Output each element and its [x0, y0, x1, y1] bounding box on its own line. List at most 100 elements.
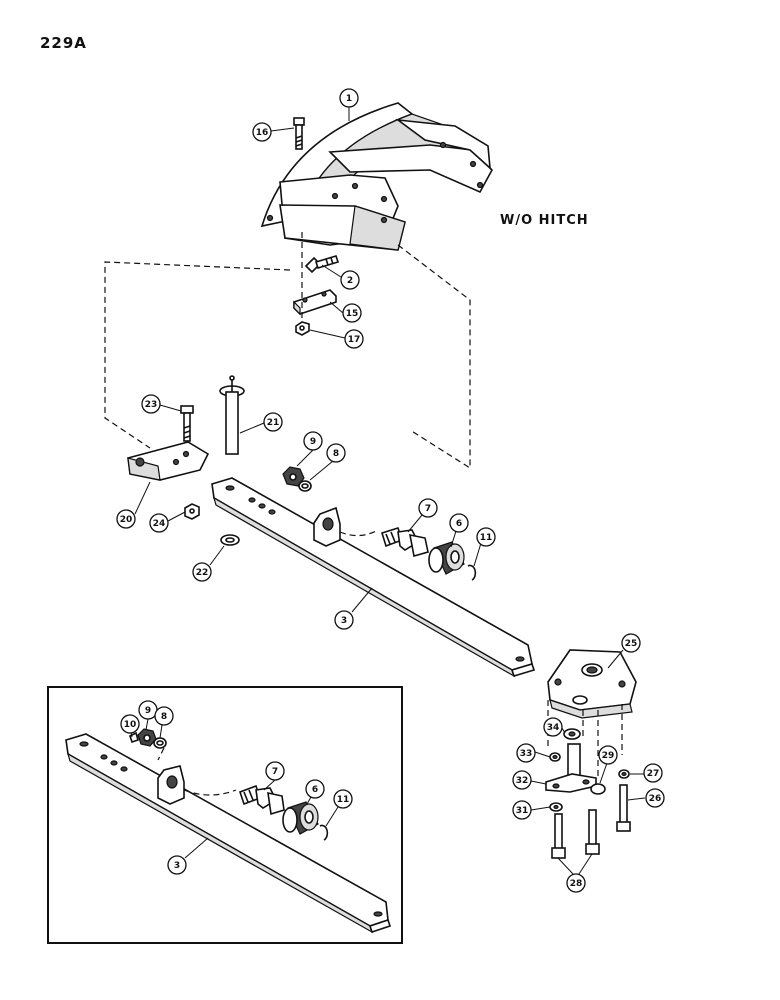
- washer-8: [298, 480, 312, 492]
- snap-ring-11: [467, 564, 477, 581]
- svg-text:8: 8: [333, 449, 339, 459]
- callout-29: 29: [598, 745, 618, 765]
- svg-text:8: 8: [161, 712, 167, 722]
- inset-frame: [47, 686, 403, 944]
- svg-text:3: 3: [341, 616, 347, 626]
- bolt-26: [616, 784, 631, 832]
- svg-text:31: 31: [516, 806, 529, 816]
- svg-text:22: 22: [196, 568, 209, 578]
- bolt-28-left: [551, 813, 566, 859]
- inset-dashed-stud-line: [183, 789, 237, 796]
- callout-24: 24: [149, 513, 169, 533]
- dashed-fender-outline: [397, 244, 471, 470]
- inset-dashed-nut-line: [157, 747, 165, 761]
- callout-22: 22: [192, 562, 212, 582]
- callout-34: 34: [543, 717, 563, 737]
- callout-2: 2: [340, 270, 360, 290]
- callout-6-main: 6: [449, 513, 469, 533]
- inset-stud-7: [238, 784, 285, 816]
- svg-text:1: 1: [346, 94, 352, 104]
- svg-text:11: 11: [337, 795, 350, 805]
- spacer-34: [563, 728, 581, 740]
- callout-17: 17: [344, 329, 364, 349]
- svg-text:28: 28: [570, 879, 583, 889]
- svg-text:32: 32: [516, 776, 529, 786]
- dashed-hitch-outline: [104, 261, 291, 449]
- bolt-28-right: [585, 809, 600, 855]
- clevis-20: [127, 441, 210, 481]
- svg-text:24: 24: [153, 519, 166, 529]
- svg-text:2: 2: [347, 276, 353, 286]
- stud-7: [381, 527, 429, 558]
- svg-text:34: 34: [547, 723, 560, 733]
- callout-3-main: 3: [334, 610, 354, 630]
- bolt-2: [304, 255, 340, 274]
- callout-32: 32: [512, 770, 532, 790]
- inset-washer-8: [153, 737, 167, 749]
- callout-6-inset: 6: [305, 779, 325, 799]
- svg-text:23: 23: [145, 400, 158, 410]
- svg-text:21: 21: [267, 418, 280, 428]
- bolt-23: [180, 405, 194, 442]
- svg-text:9: 9: [145, 706, 151, 716]
- callout-11-main: 11: [476, 527, 496, 547]
- washer-29: [590, 783, 606, 795]
- nut-24: [184, 503, 200, 520]
- callout-23: 23: [141, 394, 161, 414]
- callout-11-inset: 11: [333, 789, 353, 809]
- bolt-16: [293, 117, 305, 150]
- svg-text:6: 6: [312, 785, 318, 795]
- callout-8-inset: 8: [154, 706, 174, 726]
- page-number: 229A: [40, 34, 87, 52]
- svg-text:9: 9: [310, 437, 316, 447]
- callout-28: 28: [566, 873, 586, 893]
- callout-26: 26: [645, 788, 665, 808]
- svg-text:6: 6: [456, 519, 462, 529]
- nut-17: [295, 321, 310, 336]
- inset-nut-9: [137, 728, 157, 747]
- svg-text:33: 33: [520, 749, 533, 759]
- callout-9-main: 9: [303, 431, 323, 451]
- callout-7-inset: 7: [265, 761, 285, 781]
- callout-31: 31: [512, 800, 532, 820]
- nut-9: [282, 466, 305, 487]
- clip-22: [220, 534, 240, 546]
- plate-15: [293, 289, 337, 316]
- inset-roller-6: [282, 801, 319, 835]
- callout-25: 25: [621, 633, 641, 653]
- callout-9-inset: 9: [138, 700, 158, 720]
- callout-8-main: 8: [326, 443, 346, 463]
- callout-33: 33: [516, 743, 536, 763]
- bracket-25: [547, 649, 637, 719]
- callout-16: 16: [252, 122, 272, 142]
- fender-assembly: [260, 102, 493, 251]
- svg-text:15: 15: [346, 309, 359, 319]
- svg-text:17: 17: [348, 335, 361, 345]
- svg-text:27: 27: [647, 769, 660, 779]
- configuration-note: W/O HITCH: [500, 213, 589, 228]
- svg-text:10: 10: [124, 720, 137, 730]
- svg-text:16: 16: [256, 128, 269, 138]
- callout-21: 21: [263, 412, 283, 432]
- inset-snap-ring-11: [319, 824, 329, 841]
- svg-text:7: 7: [425, 504, 431, 514]
- callout-7-main: 7: [418, 498, 438, 518]
- callout-20: 20: [116, 509, 136, 529]
- svg-text:20: 20: [120, 515, 133, 525]
- washer-27: [618, 769, 630, 779]
- svg-text:7: 7: [272, 767, 278, 777]
- leader-lines: [130, 107, 646, 875]
- callout-1: 1: [339, 88, 359, 108]
- callout-3-inset: 3: [167, 855, 187, 875]
- svg-text:26: 26: [649, 794, 662, 804]
- plate-32: [545, 743, 597, 793]
- washer-31: [549, 802, 563, 812]
- callout-15: 15: [342, 303, 362, 323]
- svg-text:25: 25: [625, 639, 638, 649]
- dashed-stud-line: [339, 529, 379, 537]
- svg-text:11: 11: [480, 533, 493, 543]
- drawbar-3: [211, 477, 536, 678]
- roller-6: [428, 541, 465, 575]
- callout-10-inset: 10: [120, 714, 140, 734]
